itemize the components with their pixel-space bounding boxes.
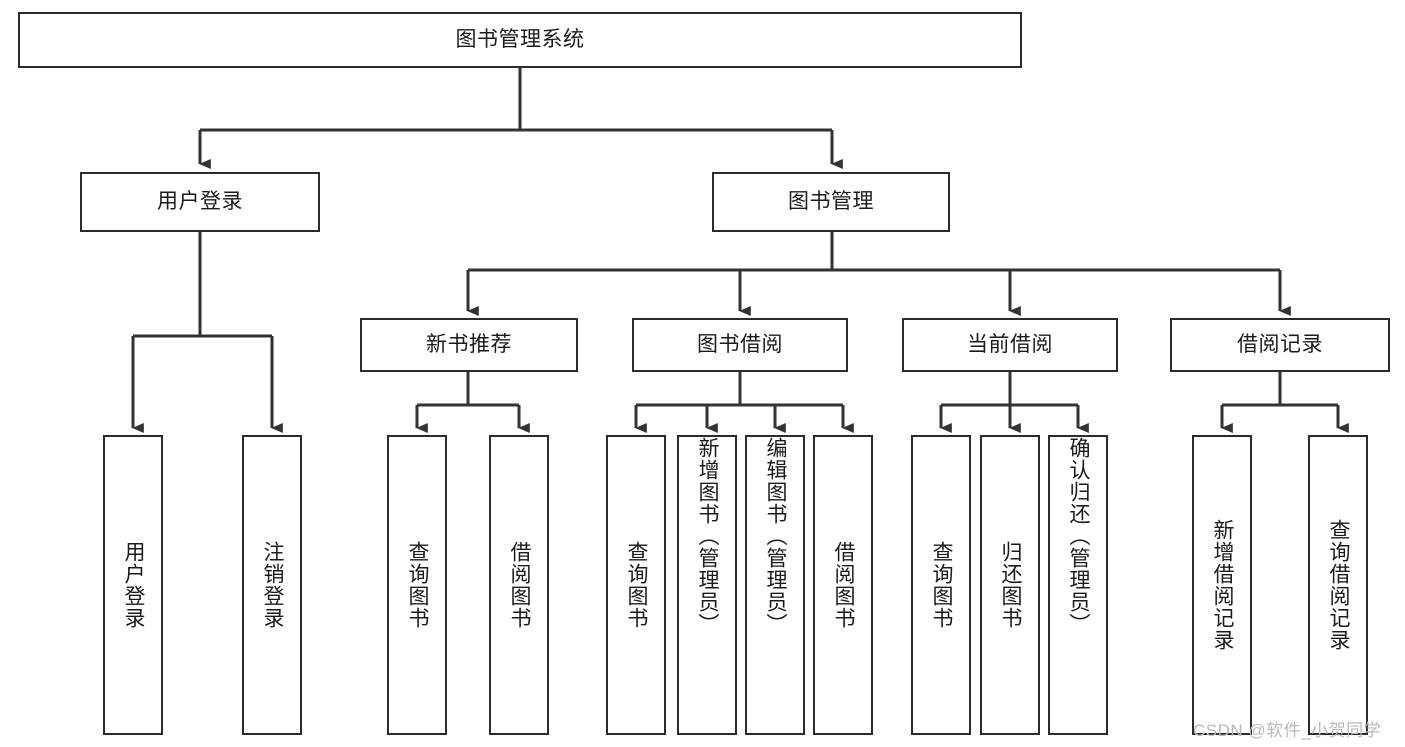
node-leaf-query-borrow-record[interactable]: 查询借阅记录 [1308,435,1368,735]
node-label: 借阅图书 [508,541,532,629]
node-leaf-borrow-book-recommend[interactable]: 借阅图书 [489,435,549,735]
node-book-management[interactable]: 图书管理 [712,172,950,232]
node-leaf-borrow-book[interactable]: 借阅图书 [813,435,873,735]
node-root-book-management-system[interactable]: 图书管理系统 [18,12,1022,68]
node-leaf-return-book[interactable]: 归还图书 [980,435,1040,735]
node-label: 查询图书 [406,541,430,629]
node-label: 归还图书 [999,541,1023,629]
node-label: 查询借阅记录 [1327,519,1351,651]
node-label: 借阅记录 [1237,333,1323,357]
node-leaf-query-book-current[interactable]: 查询图书 [911,435,971,735]
node-label: 编辑图书（管理员） [764,437,788,635]
node-current-borrow[interactable]: 当前借阅 [902,318,1118,372]
node-leaf-query-book-recommend[interactable]: 查询图书 [387,435,447,735]
node-label: 用户登录 [157,190,243,214]
node-leaf-logout[interactable]: 注销登录 [242,435,302,735]
node-leaf-add-book-admin[interactable]: 新增图书（管理员） [677,435,737,735]
node-user-login[interactable]: 用户登录 [80,172,320,232]
node-label: 当前借阅 [967,333,1053,357]
node-leaf-confirm-return-admin[interactable]: 确认归还（管理员） [1048,435,1108,735]
node-borrow-record[interactable]: 借阅记录 [1170,318,1390,372]
node-leaf-add-borrow-record[interactable]: 新增借阅记录 [1192,435,1252,735]
node-leaf-edit-book-admin[interactable]: 编辑图书（管理员） [745,435,805,735]
node-leaf-user-login[interactable]: 用户登录 [103,435,163,735]
node-label: 图书管理 [788,190,874,214]
node-label: 新增借阅记录 [1211,519,1235,651]
node-book-borrow[interactable]: 图书借阅 [632,318,848,372]
node-new-book-recommend[interactable]: 新书推荐 [360,318,578,372]
node-label: 新增图书（管理员） [696,437,720,635]
node-label: 查询图书 [930,541,954,629]
node-label: 用户登录 [122,541,146,629]
node-label: 图书借阅 [697,333,783,357]
node-label: 注销登录 [261,541,285,629]
node-label: 借阅图书 [832,541,856,629]
node-label: 确认归还（管理员） [1067,437,1091,635]
node-label: 图书管理系统 [455,28,585,52]
node-leaf-query-book-borrow[interactable]: 查询图书 [606,435,666,735]
node-label: 查询图书 [625,541,649,629]
csdn-watermark: CSDN @软件_小贺同学 [1193,721,1382,740]
node-label: 新书推荐 [426,333,512,357]
